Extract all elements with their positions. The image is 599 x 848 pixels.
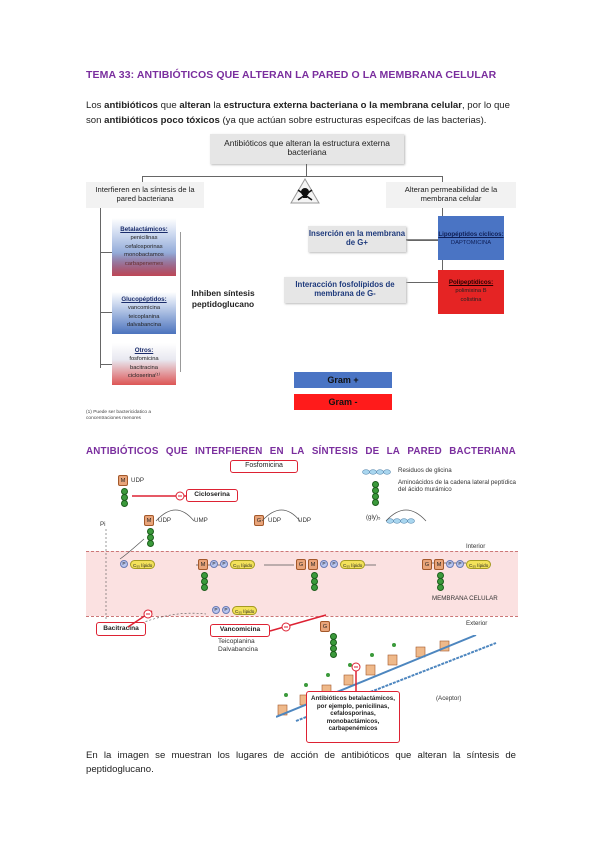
dalvabancina-label: Dalvabancina (218, 646, 258, 653)
legend-glicina-label: Residuos de glicina (398, 467, 452, 474)
cicloserina-box: Cicloserina (186, 489, 238, 502)
c55-chip-1: C₅₅ lípido (130, 560, 156, 569)
gly5-label: (gly)₅ (366, 514, 381, 521)
legend-amino-label: Aminoácidos de la cadena lateral peptídi… (398, 479, 516, 493)
insercion-node: Inserción en la membrana de G+ (308, 226, 406, 252)
interior-label: Interior (466, 543, 486, 550)
m-chip-3: M (198, 559, 208, 570)
page-title: TEMA 33: ANTIBIÓTICOS QUE ALTERAN LA PAR… (86, 69, 497, 81)
udp-label-4: UDP (298, 517, 312, 524)
betalactamicos-box: Betalactámicos: penicilinas cefalosporin… (112, 218, 176, 276)
synthesis-diagram: Interior MEMBRANA CELULAR Exterior Fosfo… (86, 459, 518, 744)
udp-label-2: UDP (158, 517, 172, 524)
p-chip-1: P (120, 560, 128, 568)
inhiben-label: Inhiben síntesis peptidoglucano (191, 288, 255, 309)
otros-box: Otros: fosfomicina bacitracina cicloseri… (112, 343, 176, 385)
g-chip: G (254, 515, 264, 526)
teicoplanina-label: Teicoplanina (218, 638, 255, 645)
skull-crossbones-icon (290, 178, 320, 204)
footnote: (1) Puede ser bactericidatico a concentr… (86, 410, 152, 421)
betalactamicos-action-box: Antibióticos betalactámicos, por ejemplo… (306, 691, 400, 743)
ump-label: UMP (194, 517, 208, 524)
glucopeptidos-box: Glucopéptidos: vancomicina teicoplanina … (112, 292, 176, 334)
classification-diagram: Antibióticos que alteran la estructura e… (86, 132, 518, 422)
polipeptidos-box: Polipeptídicos: polimixina B colistina (438, 270, 504, 314)
exterior-label: Exterior (466, 620, 488, 627)
fosfomicina-box: Fosfomicina (230, 460, 298, 473)
m-chip: M (118, 475, 128, 486)
m-chip-2: M (144, 515, 154, 526)
vancomicina-box: Vancomicina (210, 624, 270, 637)
glycine-legend-icon (362, 469, 391, 475)
top-node: Antibióticos que alteran la estructura e… (210, 134, 404, 164)
left-branch-node: Interfieren en la síntesis de la pared b… (86, 182, 204, 208)
membrana-label: MEMBRANA CELULAR (432, 595, 498, 602)
right-branch-node: Alteran permeabilidad de la membrana cel… (386, 182, 516, 208)
caption: En la imagen se muestran los lugares de … (86, 750, 516, 775)
bacitracina-box: Bacitracina (96, 622, 146, 636)
udp-label-3: UDP (268, 517, 282, 524)
udp-label: UDP (131, 477, 145, 484)
interaccion-node: Interacción fosfolípidos de membrana de … (284, 277, 406, 303)
gram-negative-legend: Gram - (294, 394, 392, 410)
gram-positive-legend: Gram + (294, 372, 392, 388)
lipopeptidos-box: Lipopéptidos cíclicos: DAPTOMICINA (438, 216, 504, 260)
aceptor-label: (Aceptor) (436, 695, 462, 702)
intro-paragraph: Los antibióticos que alteran la estructu… (86, 100, 510, 126)
pi-label: Pi (100, 521, 106, 528)
